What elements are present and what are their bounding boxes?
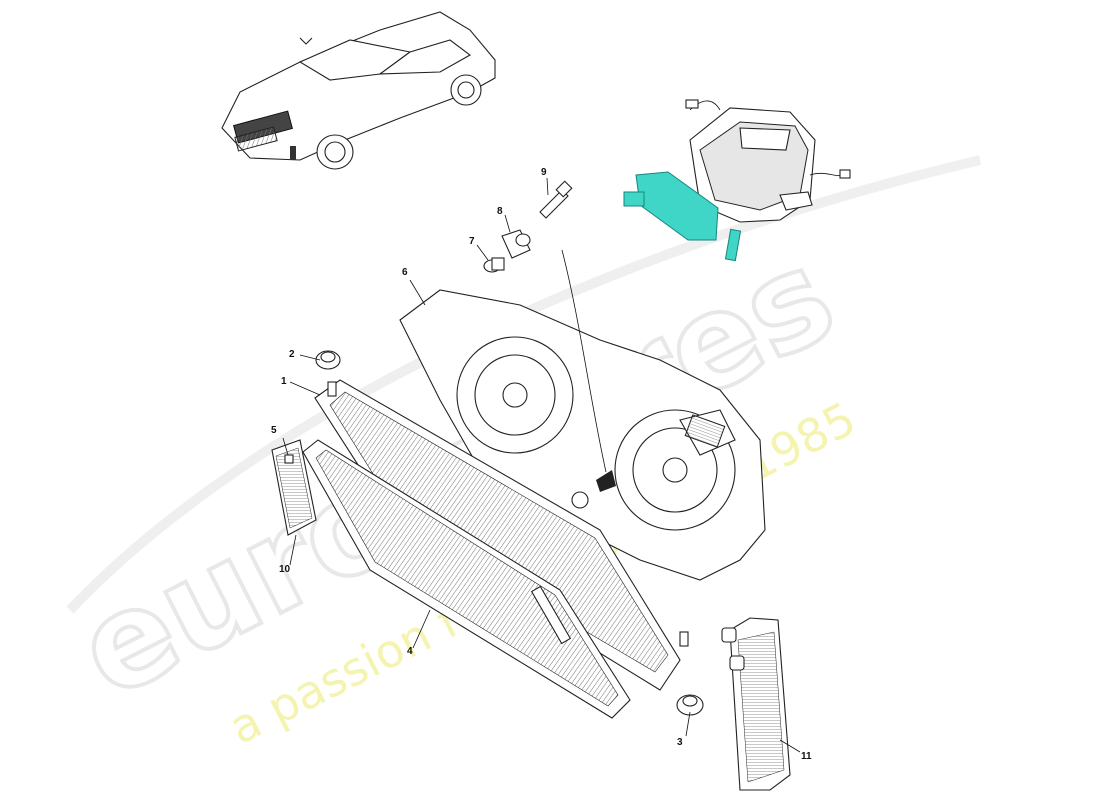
condenser-core (302, 439, 631, 719)
callout-2: 2 (289, 349, 295, 360)
radiator-core (314, 379, 689, 691)
bolt-9 (539, 180, 573, 219)
callout-6: 6 (402, 267, 408, 278)
callout-8: 8 (497, 206, 503, 217)
callout-5: 5 (271, 425, 277, 436)
callout-1: 1 (281, 376, 287, 387)
callout-7: 7 (469, 236, 475, 247)
callout-4: 4 (407, 646, 413, 657)
bush-8 (501, 229, 531, 259)
bush-7 (483, 257, 505, 273)
callout-3: 3 (677, 737, 683, 748)
engine-assembly-drawing (623, 99, 851, 262)
callout-9: 9 (541, 167, 547, 178)
leader-lines (282, 177, 801, 753)
clip-5 (284, 454, 294, 464)
car-overview-drawing (221, 11, 496, 170)
mount-grommet-3 (676, 694, 704, 716)
fan-shroud-assembly (399, 249, 766, 581)
air-filter-element (271, 439, 317, 536)
mount-grommet-2 (315, 350, 341, 370)
callout-11: 11 (801, 751, 812, 762)
callout-labels: 1 2 3 4 5 6 7 8 9 10 11 (271, 167, 812, 762)
oil-cooler (721, 617, 791, 791)
callout-10: 10 (279, 564, 291, 575)
